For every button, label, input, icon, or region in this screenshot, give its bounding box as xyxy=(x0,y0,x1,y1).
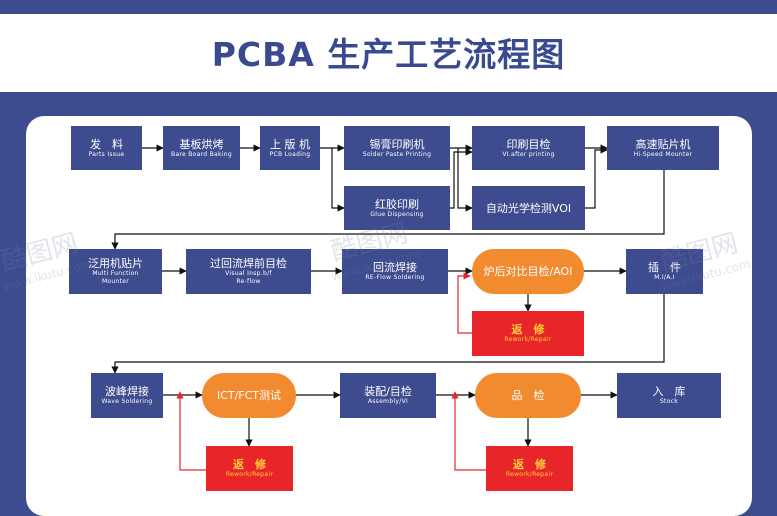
node-post-reflow-aoi: 炉后对比目检/AOI xyxy=(472,249,584,294)
node-parts-issue-cn: 发 料 xyxy=(90,137,123,151)
node-wave-soldering-en: Wave Soldering xyxy=(101,398,153,405)
node-auto-optical-cn: 自动光学检测VOI xyxy=(485,201,572,215)
node-reflow-soldering-cn: 回流焊接 xyxy=(373,261,417,274)
arrow-paste-to-aoi xyxy=(457,148,473,212)
arrow-row2-to-row3 xyxy=(111,294,665,374)
node-wave-soldering-cn: 波峰焊接 xyxy=(105,385,149,398)
return-arrow-rework1 xyxy=(457,272,472,334)
node-auto-optical: 自动光学检测VOI xyxy=(472,186,585,230)
node-vi-after-print-en: VI.after printing xyxy=(502,150,555,158)
node-pcb-loading-en: PCB Loading xyxy=(269,150,311,158)
node-stock: 入 库 Stock xyxy=(617,373,721,418)
node-board-baking-cn: 基板烘烤 xyxy=(179,137,224,151)
node-insertion-en: M.I/A.I xyxy=(654,274,675,281)
arrow-glue-merge xyxy=(450,148,473,209)
node-reflow-soldering: 回流焊接 RE-Flow Soldering xyxy=(342,249,448,294)
node-pcb-loading-cn: 上 版 机 xyxy=(270,137,310,151)
node-solder-paste-cn: 锡膏印刷机 xyxy=(369,137,425,151)
return-arrow-rework2 xyxy=(176,391,206,471)
node-solder-paste: 锡膏印刷机 Solder Paste Printing xyxy=(344,126,450,170)
node-insertion: 插 件 M.I/A.I xyxy=(626,249,703,294)
node-high-speed: 高速贴片机 Hi-Speed Mounter xyxy=(607,126,719,170)
node-wave-soldering: 波峰焊接 Wave Soldering xyxy=(91,373,163,418)
node-multi-function-cn: 泛用机贴片 xyxy=(88,257,143,270)
node-assembly-cn: 装配/目检 xyxy=(364,385,412,398)
node-solder-paste-en: Solder Paste Printing xyxy=(362,150,432,158)
node-rework-1-cn: 返 修 xyxy=(511,323,545,336)
node-visual-before-reflow: 过回流焊前目检 Visual Insp.b/f Re-flow xyxy=(186,249,311,294)
node-post-reflow-aoi-cn: 炉后对比目检/AOI xyxy=(483,265,573,278)
node-insertion-cn: 插 件 xyxy=(648,261,681,274)
arrow-loading-to-glue xyxy=(331,148,345,212)
node-parts-issue-en: Parts Issue xyxy=(88,150,125,158)
node-rework-3-en: Rework/Repair xyxy=(505,471,554,478)
node-stock-cn: 入 库 xyxy=(652,385,686,398)
diagram-panel xyxy=(26,116,752,516)
node-quality-check-cn: 品 检 xyxy=(511,389,545,402)
node-quality-check: 品 检 xyxy=(475,373,581,418)
page-title: PCBA 生产工艺流程图 xyxy=(211,35,566,74)
node-glue-dispensing-en: Glue Dispensing xyxy=(370,210,424,218)
node-pcb-loading: 上 版 机 PCB Loading xyxy=(260,126,320,170)
node-stock-en: Stock xyxy=(659,398,679,405)
top-band xyxy=(0,0,777,14)
node-multi-function-en: Multi Function Mounter xyxy=(92,270,139,285)
arrow-aoi-merge xyxy=(585,146,608,209)
header xyxy=(0,14,777,92)
node-high-speed-cn: 高速贴片机 xyxy=(635,137,691,151)
node-visual-before-reflow-cn: 过回流焊前目检 xyxy=(210,257,287,270)
node-vi-after-print: 印刷目检 VI.after printing xyxy=(472,126,585,170)
node-ict-fct: ICT/FCT测试 xyxy=(202,373,296,418)
node-glue-dispensing: 红胶印刷 Glue Dispensing xyxy=(344,186,450,230)
node-glue-dispensing-cn: 红胶印刷 xyxy=(375,197,419,211)
node-board-baking: 基板烘烤 Bare Board Baking xyxy=(163,126,240,170)
node-multi-function: 泛用机贴片 Multi Function Mounter xyxy=(69,249,162,294)
return-arrow-rework3 xyxy=(451,391,486,471)
node-rework-1-en: Rework/Repair xyxy=(504,336,552,343)
node-rework-3-cn: 返 修 xyxy=(513,458,546,471)
node-visual-before-reflow-en: Visual Insp.b/f Re-flow xyxy=(225,270,272,285)
node-board-baking-en: Bare Board Baking xyxy=(171,150,232,158)
node-high-speed-en: Hi-Speed Mounter xyxy=(633,150,693,158)
node-assembly: 装配/目检 Assembly/VI xyxy=(340,373,436,418)
node-rework-1: 返 修 Rework/Repair xyxy=(472,311,584,356)
node-ict-fct-cn: ICT/FCT测试 xyxy=(216,389,282,402)
node-rework-2-cn: 返 修 xyxy=(233,458,266,471)
node-parts-issue: 发 料 Parts Issue xyxy=(71,126,142,170)
node-vi-after-print-cn: 印刷目检 xyxy=(506,137,551,151)
node-assembly-en: Assembly/VI xyxy=(367,398,409,405)
node-rework-2-en: Rework/Repair xyxy=(225,471,274,478)
node-reflow-soldering-en: RE-Flow Soldering xyxy=(365,274,425,281)
node-rework-2: 返 修 Rework/Repair xyxy=(206,446,293,491)
arrow-row1-to-row2 xyxy=(111,170,665,250)
node-rework-3: 返 修 Rework/Repair xyxy=(486,446,573,491)
